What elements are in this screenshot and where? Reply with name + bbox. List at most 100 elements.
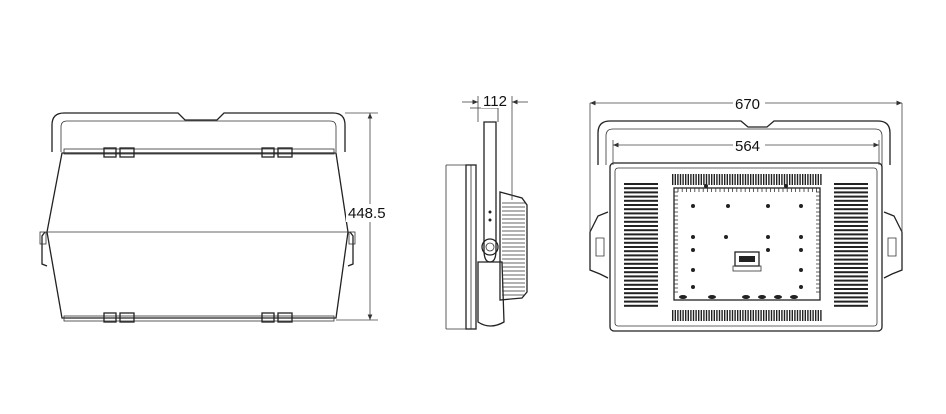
vent-slot (703, 174, 705, 185)
vent-slot (834, 292, 868, 295)
mounting-hole (784, 184, 788, 188)
vent-slot (834, 216, 868, 219)
vent-slot (807, 174, 809, 185)
vent-slot (624, 288, 658, 290)
mounting-hole (691, 248, 695, 252)
vent-slot (734, 174, 736, 185)
vent-slot (755, 174, 757, 185)
vent-slot (786, 310, 788, 321)
vent-slot (834, 212, 868, 215)
vent-slot (700, 310, 702, 321)
vent-slot (834, 296, 868, 299)
vent-slot (705, 174, 708, 185)
vent-slot (757, 174, 760, 185)
vent-slot (750, 310, 752, 321)
vent-slot (820, 174, 822, 185)
vent-slot (687, 174, 689, 185)
vent-slot (747, 310, 749, 321)
vent-slot (804, 310, 806, 321)
vent-slot (726, 310, 728, 321)
vent-slot (773, 310, 775, 321)
vent-slot (812, 310, 814, 321)
vent-slot (624, 195, 658, 198)
vent-slot (700, 174, 702, 185)
vent-slot (624, 220, 658, 223)
vent-slot (834, 233, 868, 236)
vent-slot (679, 310, 682, 321)
vent-slot (794, 174, 796, 185)
mounting-hole (799, 248, 803, 252)
vent-slot (721, 174, 723, 185)
vent-slot (834, 208, 868, 211)
vent-slot (624, 237, 658, 240)
vent-slot (672, 174, 674, 185)
vent-slot (718, 174, 721, 185)
vent-slot (778, 174, 780, 185)
vent-slot (781, 174, 783, 185)
vent-slot (834, 288, 868, 290)
vent-slot (834, 300, 868, 303)
vent-slot (834, 283, 868, 286)
vent-slot (711, 310, 713, 321)
vent-slot (729, 174, 731, 185)
height-dimension-label: 448.5 (348, 205, 386, 222)
vent-slot (731, 174, 734, 185)
vent-slot (624, 246, 658, 248)
vent-slot (624, 225, 658, 227)
mounting-hole (799, 285, 803, 289)
vent-slot (834, 250, 868, 253)
mounting-hole (691, 268, 695, 272)
vent-slot (747, 174, 749, 185)
vent-slot (778, 310, 780, 321)
vent-slot (624, 204, 658, 206)
vent-slot (711, 174, 713, 185)
vent-slot (796, 174, 799, 185)
rear-center-plate (673, 187, 821, 301)
vent-slot (682, 310, 684, 321)
vent-slot (817, 310, 819, 321)
vent-slot (834, 199, 868, 202)
vent-slot (624, 229, 658, 232)
rear-body (609, 162, 883, 332)
vent-slot (834, 275, 868, 278)
vent-slot (815, 174, 817, 185)
vent-slot (834, 195, 868, 198)
mounting-hole (799, 204, 803, 208)
rear-vent-top (672, 174, 822, 185)
vent-slot (834, 225, 868, 227)
vent-slot (705, 310, 708, 321)
vent-slot (744, 310, 747, 321)
vent-slot (624, 216, 658, 219)
vent-slot (624, 183, 658, 185)
vent-slot (685, 310, 687, 321)
vent-slot (695, 310, 697, 321)
vent-slot (757, 310, 760, 321)
vent-slot (781, 310, 783, 321)
vent-slot (752, 174, 754, 185)
rear-plate-holes (691, 184, 803, 289)
rear-vent-left (624, 183, 658, 307)
vent-slot (783, 310, 786, 321)
vent-slot (809, 310, 812, 321)
vent-slot (674, 174, 676, 185)
vent-slot (734, 310, 736, 321)
vent-slot (776, 174, 778, 185)
vent-slot (716, 310, 718, 321)
vent-slot (834, 204, 868, 206)
vent-slot (834, 241, 868, 244)
vent-slot (624, 241, 658, 244)
vent-slot (739, 174, 741, 185)
vent-slot (690, 174, 692, 185)
vent-slot (624, 233, 658, 236)
vent-slot (721, 310, 723, 321)
vent-slot (834, 279, 868, 282)
front-view: 448.5 (39, 112, 394, 323)
vent-slot (834, 229, 868, 232)
vent-slot (765, 174, 767, 185)
vent-slot (760, 310, 762, 321)
mounting-hole (799, 268, 803, 272)
vent-slot (834, 237, 868, 240)
vent-slot (791, 174, 793, 185)
vent-slot (718, 310, 721, 321)
vent-slot (796, 310, 799, 321)
